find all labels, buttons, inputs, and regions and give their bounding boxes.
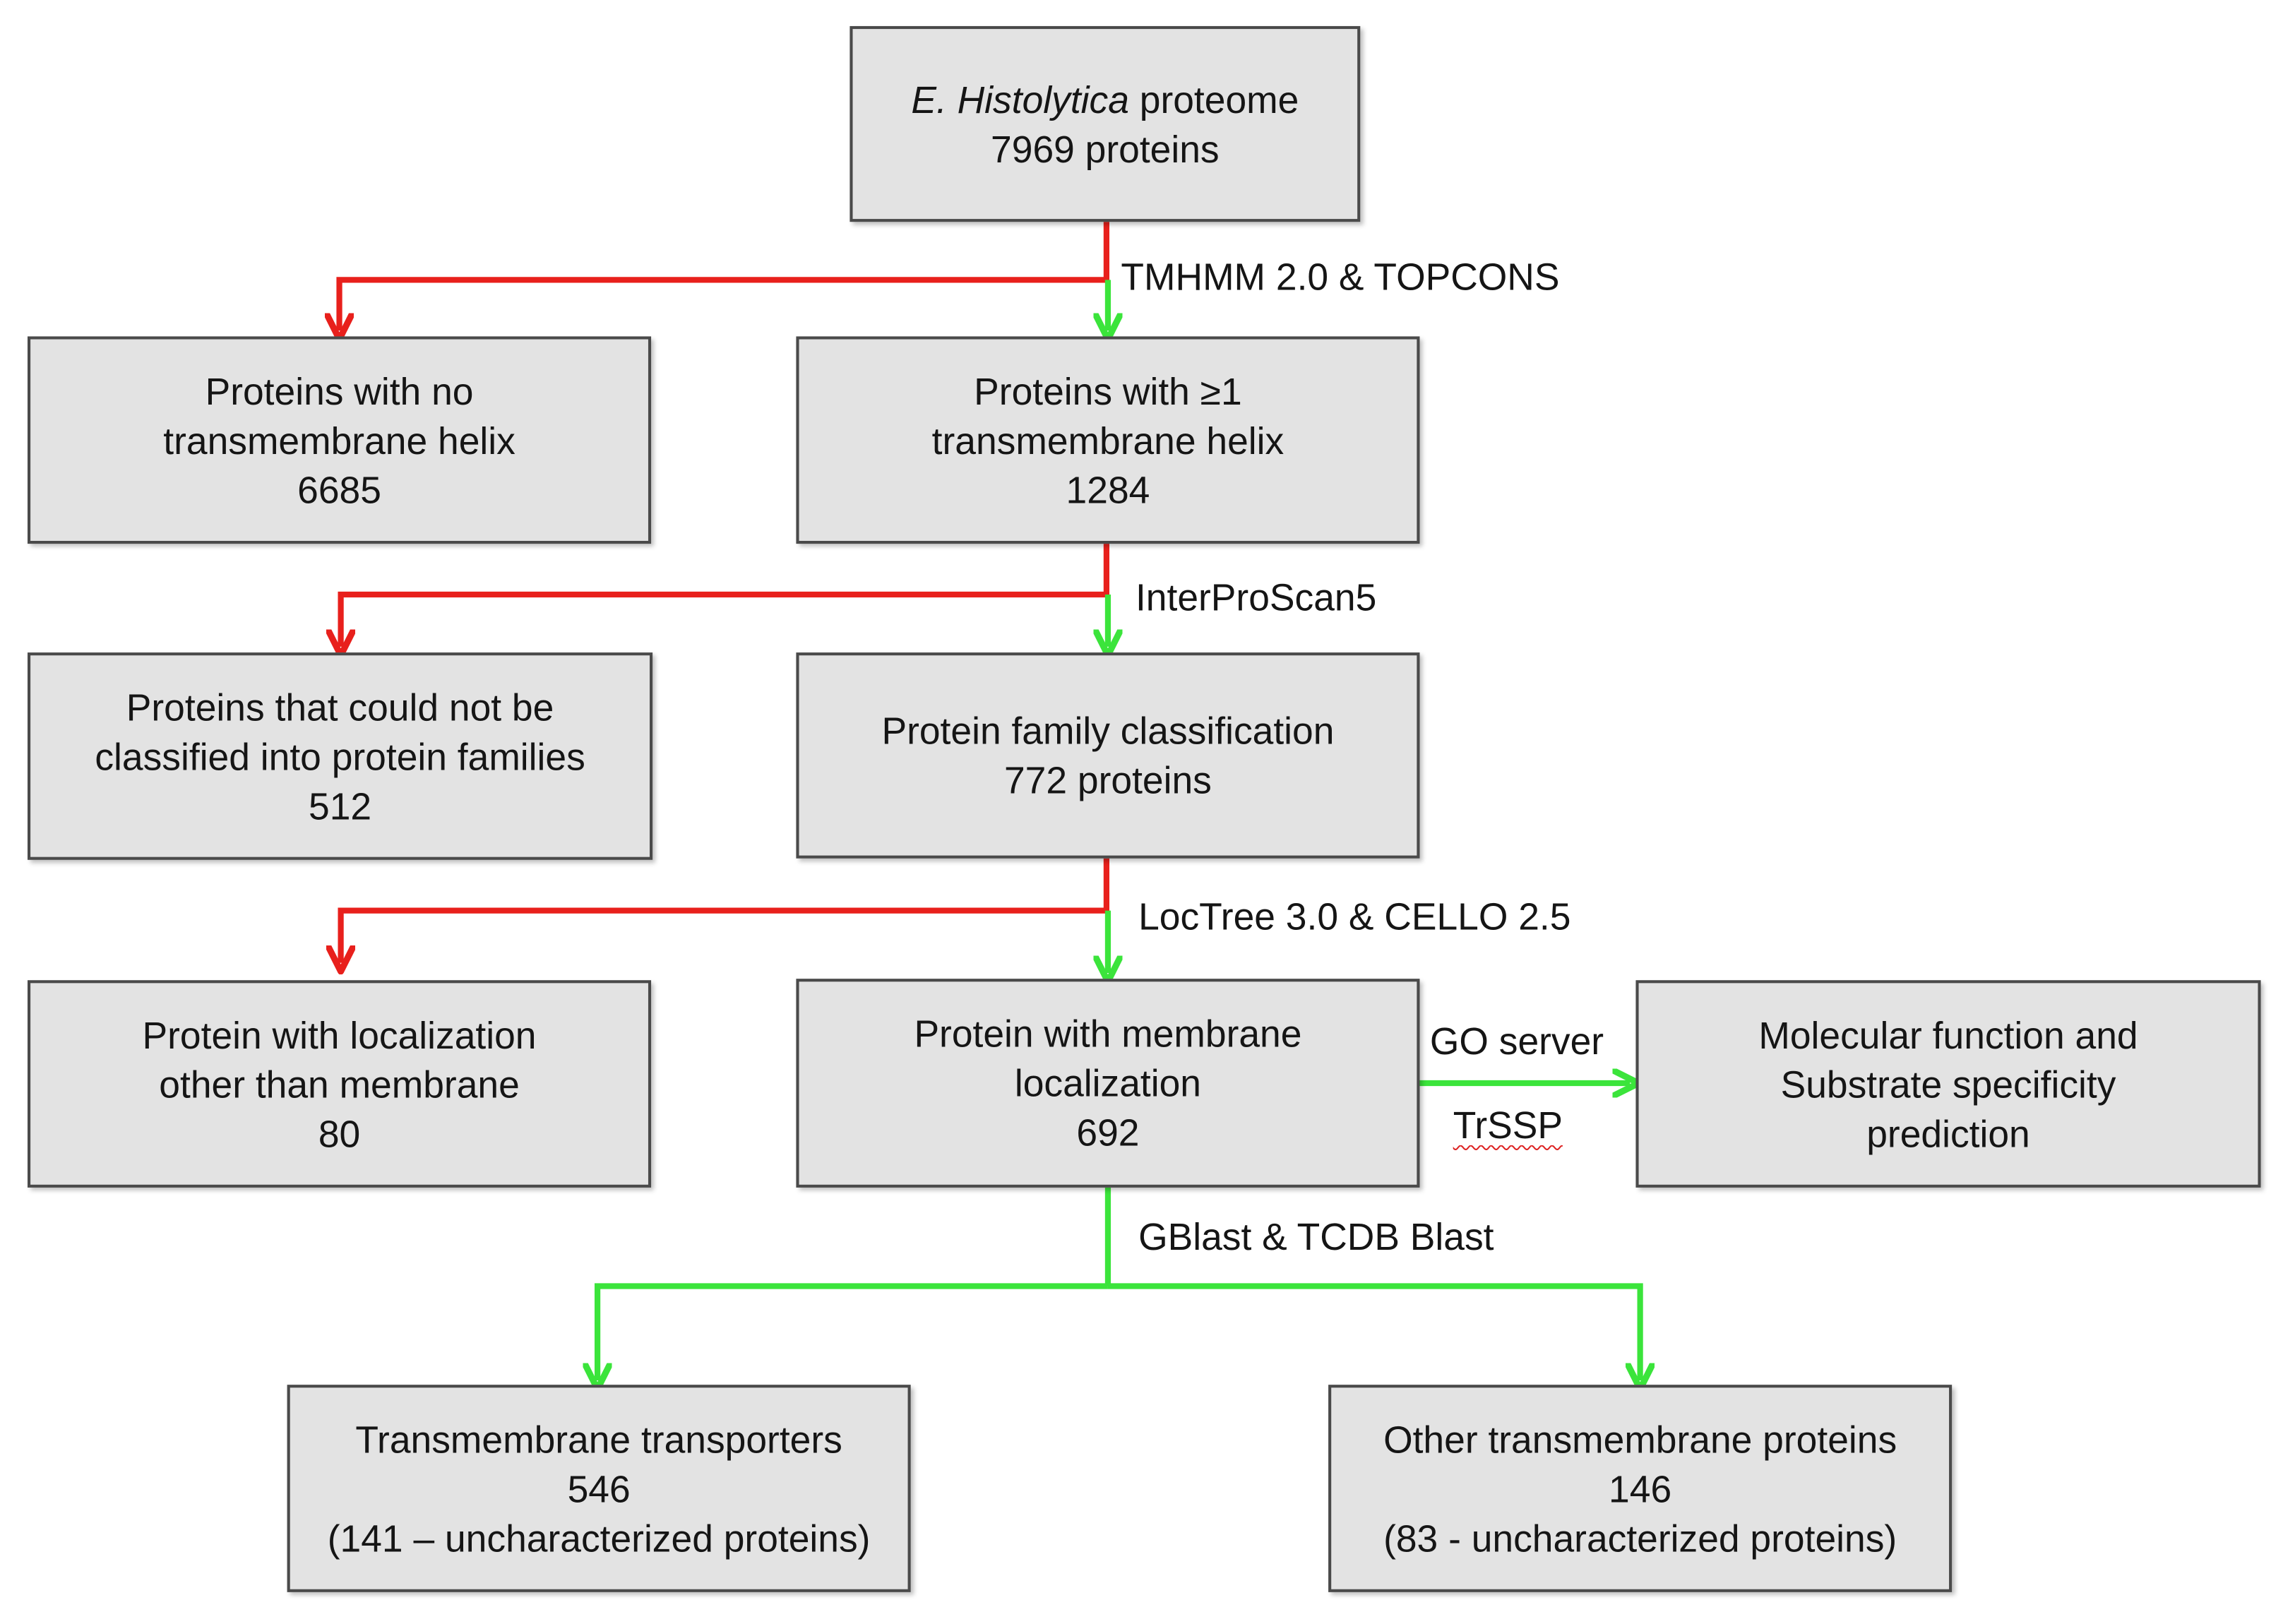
box-count: 80 [318, 1111, 361, 1155]
box-line: Protein family classification [881, 709, 1335, 753]
reject-arrow-2 [341, 542, 1110, 647]
box-line: Substrate specificity [1780, 1062, 2116, 1106]
box-line: Transmembrane transporters [355, 1417, 842, 1462]
edge-label-tmhmm: TMHMM 2.0 & TOPCONS [1121, 255, 1560, 299]
box-line: prediction [1866, 1111, 2030, 1155]
accept-arrow-other-tm [1107, 1283, 1640, 1380]
box-line: Other transmembrane proteins [1383, 1417, 1897, 1462]
box-count: 512 [308, 783, 372, 828]
box-line: Protein with localization [142, 1013, 537, 1057]
box-line: other than membrane [159, 1062, 520, 1106]
proteome-count: 7969 proteins [991, 126, 1220, 171]
box-line: (141 – uncharacterized proteins) [327, 1516, 871, 1560]
membrane-localization-box: Protein with membrane localization 692 [796, 979, 1420, 1188]
box-line: (83 - uncharacterized proteins) [1383, 1516, 1897, 1560]
box-line: Proteins with no [205, 369, 474, 413]
other-transmembrane-box: Other transmembrane proteins 146 (83 - u… [1328, 1385, 1953, 1592]
family-classification-box: Protein family classification 772 protei… [796, 652, 1420, 859]
edge-label-go-server: GO server [1429, 1019, 1604, 1063]
with-transmembrane-box: Proteins with ≥1 transmembrane helix 128… [796, 336, 1420, 544]
box-count: 146 [1609, 1467, 1672, 1510]
edge-label-trssp: TrSSP [1453, 1103, 1563, 1147]
edge-label-loctree: LocTree 3.0 & CELLO 2.5 [1138, 895, 1571, 938]
edge-label-interproscan: InterProScan5 [1135, 575, 1377, 619]
reject-arrow-1 [340, 220, 1110, 330]
box-line: Molecular function and [1758, 1013, 2138, 1057]
reject-arrow-3 [341, 855, 1110, 963]
box-line: Protein with membrane [914, 1012, 1302, 1056]
box-line: classified into protein families [95, 734, 585, 778]
box-line: localization [1014, 1061, 1202, 1105]
other-localization-box: Protein with localization other than mem… [28, 980, 652, 1188]
box-line: transmembrane helix [931, 418, 1284, 462]
box-count: 546 [567, 1467, 631, 1510]
unclassified-box: Proteins that could not be classified in… [28, 652, 653, 860]
box-count: 692 [1076, 1111, 1140, 1154]
box-line: transmembrane helix [163, 418, 515, 462]
box-count: 1284 [1066, 467, 1150, 511]
transporters-box: Transmembrane transporters 546 (141 – un… [287, 1385, 911, 1592]
accept-arrow-transporters [597, 1283, 1108, 1380]
box-line: Proteins that could not be [126, 685, 554, 729]
no-transmembrane-box: Proteins with no transmembrane helix 668… [28, 336, 652, 544]
edge-label-gblast: GBlast & TCDB Blast [1138, 1214, 1494, 1259]
box-count: 6685 [297, 467, 381, 511]
box-count: 772 proteins [1003, 758, 1212, 802]
proteome-label: proteome [1128, 77, 1299, 121]
species-name: E. Histolytica [911, 77, 1129, 121]
molecular-function-box: Molecular function and Substrate specifi… [1635, 980, 2261, 1188]
proteome-box: E. Histolytica proteome 7969 proteins [850, 25, 1361, 222]
box-line: Proteins with ≥1 [974, 369, 1242, 413]
